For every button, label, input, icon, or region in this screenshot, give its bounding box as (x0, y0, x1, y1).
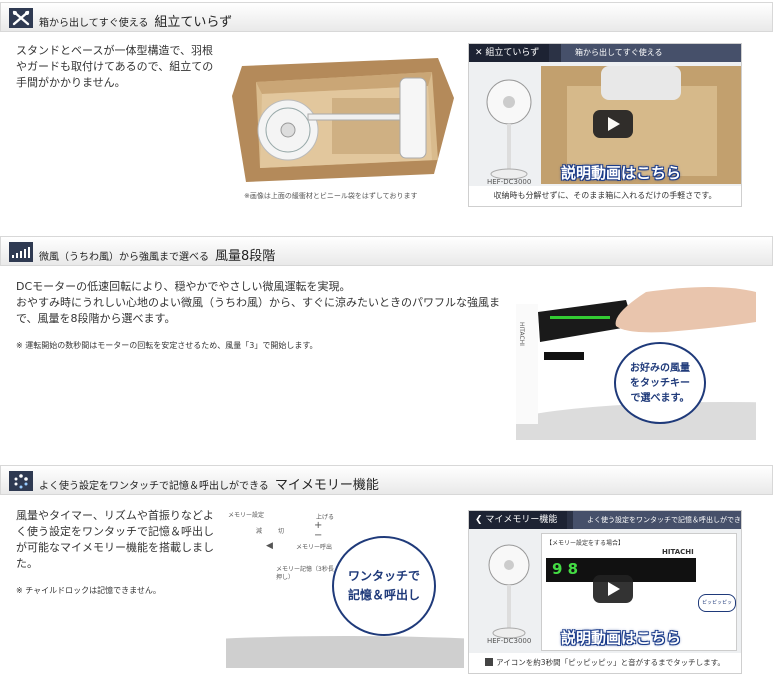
wrench-cross-icon: ✕ (475, 48, 486, 58)
section3-note: ※ チャイルドロックは記憶できません。 (16, 586, 161, 595)
section1-header-text: 箱から出してすぐ使える組立ていらず (39, 15, 233, 30)
video-caption: アイコンを約3秒間「ピッピッピッ」と音がするまでタッチします。 (469, 653, 741, 673)
video-display-value: 9 8 (552, 560, 579, 578)
video-inner-label: 【メモリー設定をする場合】 (546, 540, 625, 547)
panel-label-2: 減 (256, 528, 263, 535)
video-tab-label: ✕ 組立ていらず (469, 44, 550, 62)
panel-label-4: 上げる (316, 514, 335, 521)
fan-in-box-image (232, 56, 458, 184)
section2-bubble: お好みの風量をタッチキーで選べます。 (614, 342, 706, 424)
svg-text:+: + (314, 520, 322, 531)
video-title-bar: ✕ 組立ていらず 箱から出してすぐ使える (469, 44, 741, 62)
video-title: 説明動画はこちら (561, 164, 682, 182)
section2-note: ※ 運転開始の数秒間はモーターの回転を安定させるため、風量「3」で開始します。 (16, 341, 318, 350)
video-badge: ピッピッピッ (698, 594, 736, 612)
video-bar-label: よく使う設定をワンタッチで記憶＆呼出しができる (573, 511, 741, 529)
section3-header-text: よく使う設定をワンタッチで記憶＆呼出しができるマイメモリー機能 (39, 478, 379, 493)
section3-video-thumbnail[interactable]: ❮ マイメモリー機能 よく使う設定をワンタッチで記憶＆呼出しができる HEF-D… (468, 510, 742, 674)
section3-description: 風量やタイマー、リズムや首振りなどよく使う設定をワンタッチで記憶＆呼出しが可能な… (16, 509, 214, 570)
section3-header: よく使う設定をワンタッチで記憶＆呼出しができるマイメモリー機能 (0, 465, 773, 495)
video-caption: 収納時も分解せずに、そのまま箱に入れるだけの手軽さです。 (469, 186, 741, 206)
section2-description-line2: おやすみ時にうれしい心地のよい微風（うちわ風）から、すぐに涼みたいときのパワフル… (16, 296, 500, 325)
section1-image-caption: ※画像は上面の緩衝材とビニール袋をはずしております (244, 192, 418, 200)
panel-label-6: メモリー記憶（3秒長押し） (276, 566, 334, 581)
brand-label: HITACHI (518, 322, 525, 346)
back-arrow-icon: ❮ (475, 515, 486, 525)
section1-description: スタンドとベースが一体型構造で、羽根やガードも取付けてあるので、組立ての手間がか… (16, 44, 214, 89)
checkbox-icon (485, 658, 494, 666)
panel-label-3: 切 (278, 528, 285, 535)
section1-header: 箱から出してすぐ使える組立ていらず (0, 2, 773, 32)
video-bar-label: 箱から出してすぐ使える (561, 44, 741, 62)
video-model-label: HEF-DC3000 (487, 637, 532, 645)
section2-description: DCモーターの低速回転により、穏やかでやさしい微風運転を実現。 おやすみ時にうれ… (16, 279, 502, 327)
memory-dots-icon (9, 471, 33, 491)
video-fan-illustration (479, 539, 539, 643)
video-model-label: HEF-DC3000 (487, 178, 532, 186)
video-play-button[interactable] (593, 110, 633, 138)
svg-text:−: − (314, 530, 322, 541)
video-tab-label: ❮ マイメモリー機能 (469, 511, 568, 529)
section2-header-text: 微風（うちわ風）から強風まで選べる風量8段階 (39, 249, 276, 264)
video-play-button[interactable] (593, 575, 633, 603)
video-title: 説明動画はこちら (561, 629, 682, 647)
video-brand: HITACHI (662, 548, 694, 556)
section3-bubble: ワンタッチで記憶＆呼出し (332, 536, 436, 636)
video-scene (541, 66, 741, 184)
panel-label-1: メモリー設定 (228, 512, 265, 519)
signal-bars-icon (9, 242, 33, 262)
svg-text:◀: ◀ (266, 541, 273, 551)
panel-label-5: メモリー呼出 (296, 544, 333, 551)
video-title-bar: ❮ マイメモリー機能 よく使う設定をワンタッチで記憶＆呼出しができる (469, 511, 741, 529)
section2-header: 微風（うちわ風）から強風まで選べる風量8段階 (0, 236, 773, 266)
video-fan-illustration (479, 74, 539, 184)
section1-video-thumbnail[interactable]: ✕ 組立ていらず 箱から出してすぐ使える HEF-DC3000 説明動画はこちら… (468, 43, 742, 207)
wrench-cross-icon (9, 8, 33, 28)
section2-description-line1: DCモーターの低速回転により、穏やかでやさしい微風運転を実現。 (16, 280, 351, 293)
